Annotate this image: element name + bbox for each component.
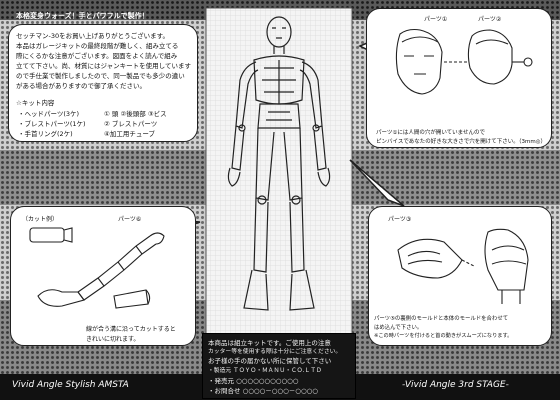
part-label-2: パーツ② xyxy=(478,16,502,23)
arm-parts-drawing xyxy=(29,227,165,309)
part-label-3: パーツ③ xyxy=(388,216,412,223)
intro-line-5: ので手仕業で製作しましたので、同一製品でも多少の違い xyxy=(16,72,185,80)
kit-contents-left-3: ・手首リング(2ケ) xyxy=(18,130,73,138)
intro-line-4: 立てて下さい。尚、材質にはジャンキートを使用しています xyxy=(16,62,191,70)
caution-line-6: ・お問合せ ○○○○－○○○－○○○○ xyxy=(208,387,318,395)
footer-left-text: Vivid Angle Stylish AMSTA xyxy=(12,380,129,390)
neck-parts-panel xyxy=(368,206,552,346)
intro-line-1: セッチマン-30をお買い上げありがとうございます。 xyxy=(16,32,169,40)
cut-example-label: （カット例） xyxy=(22,216,59,223)
part-label-6: パーツ⑥ xyxy=(118,216,142,223)
kit-contents-left-2: ・ブレストパーツ(1ケ) xyxy=(18,120,86,128)
figure-drawing xyxy=(227,16,331,311)
intro-heading: 本格変身ウォーズ！手とパワフルで製作！ xyxy=(16,12,149,20)
kit-contents-left-1: ・ヘッドパーツ(3ケ) xyxy=(18,110,80,118)
neck-note-line-1: パーツ⑤の裏側のモールドと本体のモールドを合わせて xyxy=(374,316,509,322)
part-label-1: パーツ① xyxy=(424,16,448,23)
arm-note-line-1: 線が合う溝に沿ってカットすると xyxy=(86,326,176,333)
kit-contents-right-3: ④加工用チューブ xyxy=(104,130,155,138)
neck-note-line-2: はめ込んで下さい。 xyxy=(374,325,423,331)
kit-contents-right-1: ① 頭 ②後頭部 ③ビス xyxy=(104,110,167,118)
caution-line-4: ・製造元 ＴＯＹＯ・ＭＡＮＵ・ＣＯ.ＬＴＤ xyxy=(208,368,322,374)
footer-right-text: -Vivid Angle 3rd STAGE- xyxy=(402,380,509,390)
head-parts-drawing xyxy=(395,28,533,95)
head-note-line-2: ピンバイスであなたの好きな大きさで穴を開けて下さい。（3mm◎） xyxy=(376,139,547,145)
neck-parts-drawing xyxy=(397,228,529,304)
kit-contents-title: ☆キット内容 xyxy=(16,99,55,107)
head-note-line-1: パーツ①には人間の穴が開いていませんので xyxy=(376,130,485,136)
caution-line-1: 本商品は組立キットです。ご使用上の注意 xyxy=(208,339,331,347)
caution-line-5: ・発売元 ○○○○○○○○○○○ xyxy=(208,377,299,385)
intro-line-2: 本品はガレージキットの最終段階が難しく、組み立てる xyxy=(16,42,179,50)
intro-line-6: がある場合がありますので御了承ください。 xyxy=(16,82,146,90)
intro-line-3: 際にくるかな注意がございます。図面をよく読んで組み xyxy=(16,52,178,60)
kit-contents-right-2: ② ブレストパーツ xyxy=(104,120,158,128)
caution-line-3: お子様の手の届かない所に保管して下さい xyxy=(208,357,332,365)
arm-parts-panel xyxy=(10,206,196,346)
intro-panel xyxy=(8,24,198,142)
head-parts-panel xyxy=(366,8,552,148)
caution-line-2: カッター等を使用する際は十分にご注意ください。 xyxy=(208,349,342,355)
arm-note-line-2: きれいに切れます。 xyxy=(86,336,140,343)
neck-note-line-3: ※この時パーツを付けると首の動きがスムーズになります。 xyxy=(374,333,513,339)
caution-box xyxy=(202,333,356,399)
